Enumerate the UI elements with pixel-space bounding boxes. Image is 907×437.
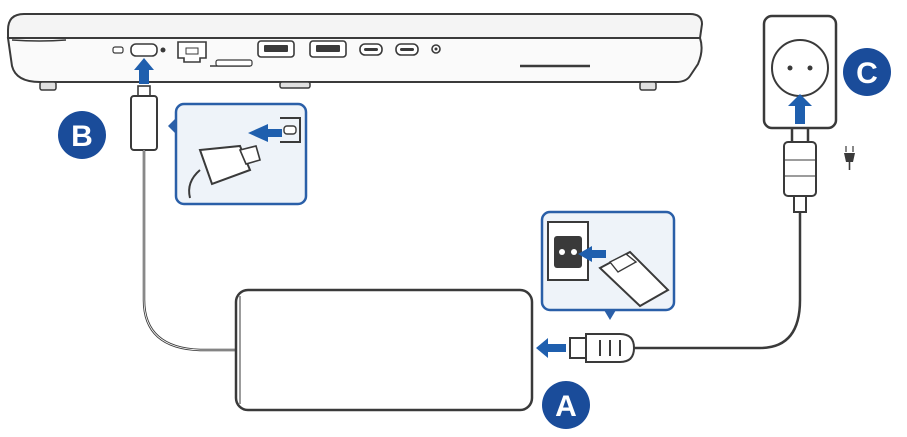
badge-c: C: [843, 48, 891, 96]
insert-arrow-adapter-icon: [536, 338, 566, 358]
ac-plug-icon: [569, 333, 636, 363]
badge-a: A: [542, 381, 590, 429]
badge-c-label: C: [856, 57, 878, 90]
badge-b: B: [58, 111, 106, 159]
power-adapter-icon: [234, 288, 534, 412]
usb-c-plug-icon: [130, 85, 158, 151]
laptop-side-icon: [6, 13, 704, 91]
wall-socket-icon: [762, 14, 838, 130]
insert-arrow-socket-icon: [788, 94, 812, 124]
badge-b-label: B: [71, 120, 93, 153]
wall-plug-icon: [783, 128, 817, 213]
inset-usb-c-detail: [168, 102, 308, 206]
badge-a-label: A: [555, 390, 577, 423]
insert-arrow-laptop-icon: [134, 58, 154, 84]
usb-c-port-icon: [130, 43, 158, 57]
power-symbol-icon: [844, 146, 855, 170]
inset-ac-socket-detail: [540, 210, 676, 320]
cable-ac: [634, 212, 802, 350]
